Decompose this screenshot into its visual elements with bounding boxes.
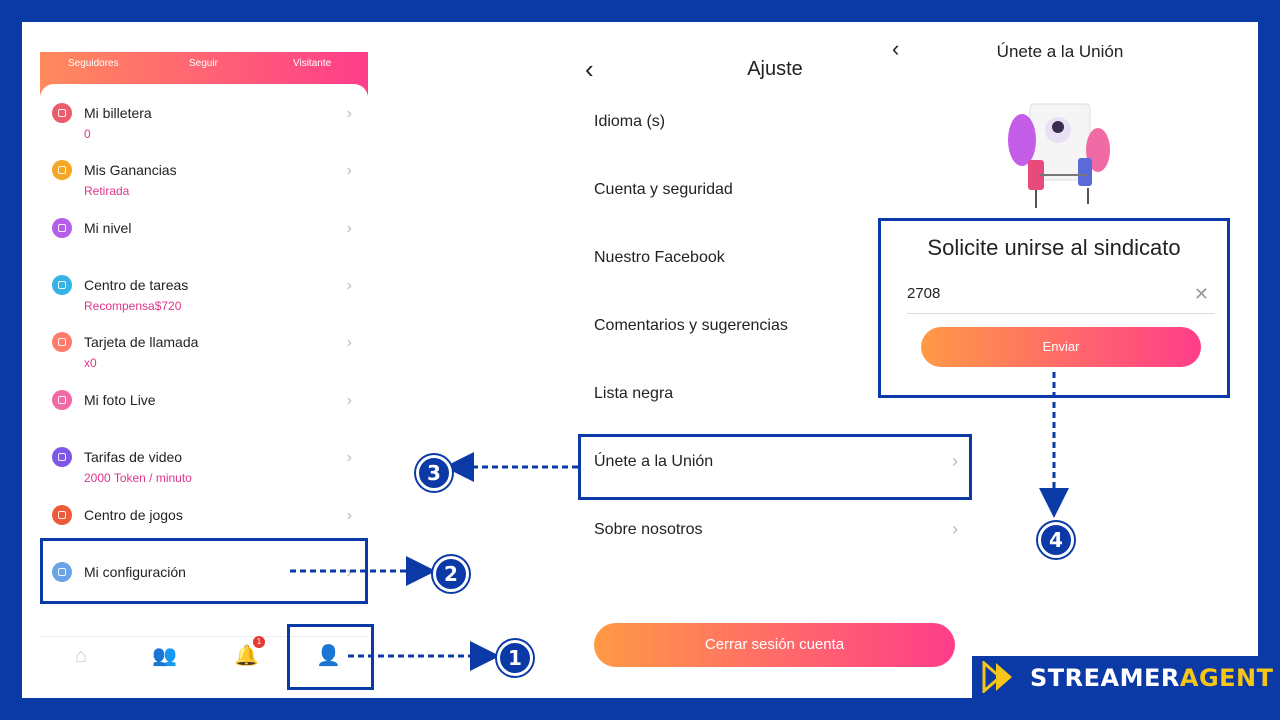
back-arrow-icon[interactable]: ‹ <box>585 54 594 84</box>
settings-item-3[interactable]: Nuestro Facebook <box>594 249 958 267</box>
settings-icon <box>52 562 72 582</box>
brand-logo: STREAMERAGENT <box>972 656 1273 698</box>
bottom-nav-divider <box>40 636 368 637</box>
earnings-icon <box>52 160 72 180</box>
settings-item-label: Únete a la Unión <box>594 453 714 470</box>
step-3-badge: 3 <box>416 455 452 491</box>
brand-text: STREAMERAGENT <box>1030 664 1274 692</box>
menu-item-label: Mi foto Live <box>84 392 156 408</box>
menu-item-label: Centro de jogos <box>84 507 183 523</box>
photo-icon <box>52 390 72 410</box>
chevron-right-icon: › <box>346 105 352 122</box>
settings-item-4[interactable]: Comentarios y sugerencias <box>594 317 958 335</box>
settings-item-1[interactable]: Idioma (s) <box>594 113 958 131</box>
settings-item-6[interactable]: Únete a la Unión › <box>594 451 958 471</box>
clear-icon[interactable]: ✕ <box>1193 284 1209 304</box>
menu-item-label: Tarjeta de llamada <box>84 334 199 350</box>
game-icon <box>52 505 72 525</box>
union-request-box: Solicite unirse al sindicato 2708 ✕ Envi… <box>878 218 1230 398</box>
tab-followers[interactable]: Seguidores <box>68 58 119 69</box>
call-card-icon <box>52 332 72 352</box>
chevron-right-icon: › <box>952 519 958 539</box>
union-title: Únete a la Unión <box>996 42 1124 61</box>
chevron-right-icon: › <box>346 162 352 179</box>
wallet-icon <box>52 103 72 123</box>
step-2-badge: 2 <box>433 556 469 592</box>
menu-item-label: Tarifas de video <box>84 449 183 465</box>
menu-item-sub: Recompensa$720 <box>84 299 182 313</box>
union-id-input[interactable]: 2708 ✕ <box>907 283 1215 314</box>
level-icon <box>52 218 72 238</box>
step-1-badge: 1 <box>497 640 533 676</box>
union-back-icon[interactable]: ‹ <box>892 36 900 61</box>
chevron-right-icon: › <box>952 451 958 471</box>
menu-item-sub: x0 <box>84 356 97 370</box>
menu-item-sub: Retirada <box>84 184 130 198</box>
brand-part1: STREAMER <box>1030 664 1180 692</box>
union-id-value: 2708 <box>907 285 941 302</box>
menu-item-label: Mi billetera <box>84 105 152 121</box>
chevron-right-icon: › <box>346 334 352 351</box>
profile-icon[interactable]: 👤 <box>316 645 341 667</box>
send-button[interactable]: Enviar <box>921 327 1201 367</box>
contacts-icon[interactable]: 👥 <box>152 645 177 667</box>
menu-item-sub: 2000 Token / minuto <box>84 471 192 485</box>
tab-visitors[interactable]: Visitante <box>293 58 332 69</box>
settings-item-label: Cuenta y seguridad <box>594 181 733 198</box>
settings-item-label: Comentarios y sugerencias <box>594 317 788 334</box>
brand-play-icon <box>982 661 1012 693</box>
settings-item-2[interactable]: Cuenta y seguridad <box>594 181 958 199</box>
settings-item-7[interactable]: Sobre nosotros › <box>594 519 958 539</box>
settings-item-label: Sobre nosotros <box>594 521 703 538</box>
tab-following[interactable]: Seguir <box>189 58 218 69</box>
settings-item-label: Nuestro Facebook <box>594 249 725 266</box>
settings-item-label: Idioma (s) <box>594 113 666 130</box>
tasks-icon <box>52 275 72 295</box>
union-request-heading: Solicite unirse al sindicato <box>927 235 1181 260</box>
chevron-right-icon: › <box>346 507 352 524</box>
chevron-right-icon: › <box>346 220 352 237</box>
notification-badge: 1 <box>253 636 265 648</box>
union-illustration <box>1008 103 1110 208</box>
brand-part2: AGENT <box>1179 664 1274 692</box>
video-icon <box>52 447 72 467</box>
step-4-badge: 4 <box>1038 522 1074 558</box>
highlight-settings <box>40 538 368 604</box>
settings-item-label: Lista negra <box>594 385 674 402</box>
home-icon[interactable]: ⌂ <box>74 645 88 667</box>
chevron-right-icon: › <box>346 277 352 294</box>
logout-button[interactable]: Cerrar sesión cuenta <box>594 623 955 667</box>
profile-menu-card <box>40 84 368 604</box>
highlight-union <box>578 434 972 500</box>
bell-icon[interactable]: 🔔 <box>234 645 259 667</box>
settings-title: Ajuste <box>747 58 803 80</box>
menu-item-label: Centro de tareas <box>84 277 189 293</box>
menu-item-label: Mi nivel <box>84 220 132 236</box>
menu-item-label: Mi configuración <box>84 564 186 580</box>
chevron-right-icon: › <box>346 564 352 581</box>
menu-item-sub: 0 <box>84 127 91 141</box>
chevron-right-icon: › <box>346 449 352 466</box>
chevron-right-icon: › <box>346 392 352 409</box>
menu-item-label: Mis Ganancias <box>84 162 177 178</box>
